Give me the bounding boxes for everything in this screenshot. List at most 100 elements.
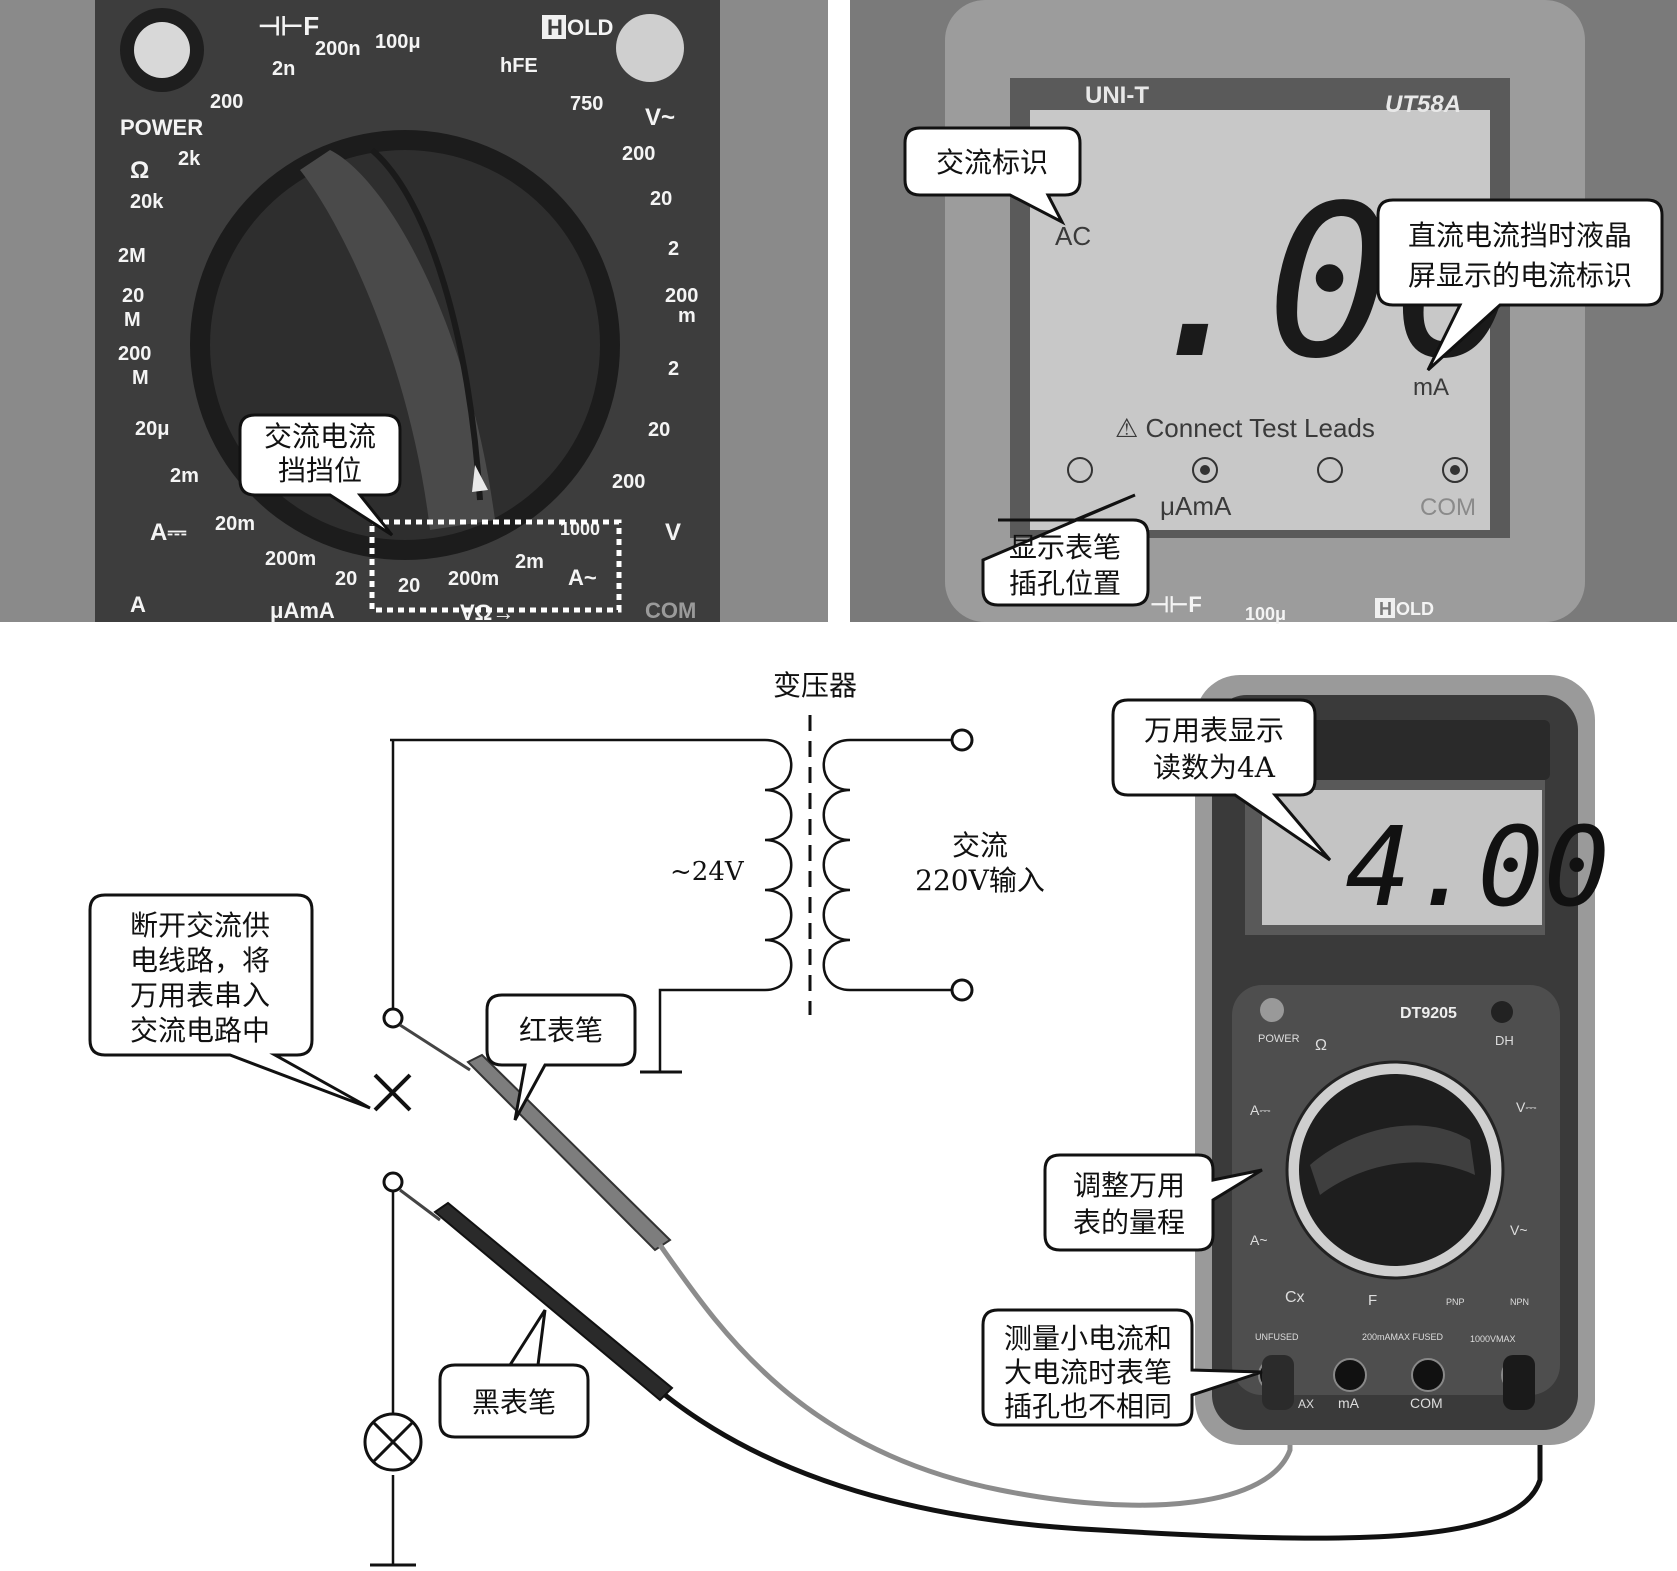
brand: UNI-T [1085,82,1149,109]
scale-label: 200m [265,548,316,570]
scale-label: 20 [335,568,357,590]
vdc-label: V [665,519,681,546]
scale-label: hFE [500,55,538,77]
meter-model: DT9205 [1400,1005,1457,1022]
ohm-symbol: Ω [130,157,149,184]
callout-break-circuit [88,893,371,1110]
transformer-label: 变压器 [773,669,857,702]
vac-label: V~ [645,104,675,131]
meter-aac-label: A~ [1250,1232,1268,1248]
meter-jack-ma: mA [1338,1395,1360,1411]
meter-ohm-label: Ω [1315,1037,1327,1054]
callout-text: 屏显示的电流标识 [1408,259,1632,292]
hold-label: OLD [567,15,613,40]
bottom-cap-label: ⊣⊢F [1150,592,1202,617]
callout-black-probe [438,1309,590,1439]
hold-h: H [547,15,563,40]
scale-label: 20k [130,191,164,213]
meter-jack-com: COM [1410,1395,1443,1411]
panel-lcd: UNI-T UT58A .00 AC mA ⚠ Connect Test Lea… [850,0,1677,624]
scale-label: 200 [118,343,151,365]
callout-text: 显示表笔 [1009,531,1121,564]
scale-label: 20 [122,285,144,307]
callout-text: 万用表串入 [130,979,270,1012]
callout-range [1043,1153,1263,1252]
meter-npn-label: NPN [1510,1297,1529,1307]
hold-button [616,14,684,82]
jack-a-label: A [130,592,146,617]
scale-label: 100μ [375,31,421,53]
scale-label: 20μ [135,418,169,440]
meter-pnp-label: PNP [1446,1297,1465,1307]
model: UT58A [1385,91,1461,118]
scale-label: 200 [210,91,243,113]
primary-label: 220V输入 [915,864,1045,897]
scale-label: M [132,367,149,389]
adc-label: A⎓ [150,519,186,546]
jack-com-label: COM [645,598,696,623]
lcd-jack-uama: μAmA [1160,491,1232,521]
lamp-symbol [363,1412,423,1472]
callout-text: 插孔也不相同 [1004,1390,1172,1423]
meter-adc-label: A⎓ [1250,1102,1271,1118]
scale-label: 200 [622,143,655,165]
capacitance-symbol: ⊣⊢F [258,11,319,41]
primary-label: 交流 [952,829,1008,862]
secondary-voltage: ~24V [670,857,745,887]
callout-text: 交流电路中 [130,1014,270,1047]
meter-dh-label: DH [1495,1033,1514,1048]
callout-text: 直流电流挡时液晶 [1408,219,1632,252]
dial-pointer [472,465,488,492]
scale-label: 20 [648,419,670,441]
meter-reading: 4.00 [1345,803,1610,931]
callout-jack-position [981,493,1150,607]
scale-label: 200 [612,471,645,493]
scale-label: 20 [650,188,672,210]
callout-text: 交流标识 [936,146,1048,179]
scale-label: 200 [665,285,698,307]
lcd-jack-com: COM [1420,494,1476,521]
panel-dial: POWER ⊣⊢F H OLD Ω 2k 20k 2M 20 M 200 M 2… [0,0,828,625]
scale-label: 750 [570,93,603,115]
callout-text: 万用表显示 [1144,714,1284,747]
multimeter-dt9205: 4.00 DT9205 POWER DH Ω A⎓ A~ V⎓ V~ Cx F … [981,675,1610,1445]
meter-vdc-label: V⎓ [1516,1099,1537,1115]
black-probe [399,1188,1543,1541]
scale-label: 2M [118,245,146,267]
callout-text: 读数为4A [1153,751,1276,784]
callout-reading [1111,698,1332,862]
meter-jack-ax: AX [1298,1397,1314,1411]
scale-label: M [124,309,141,331]
ac-flag: AC [1055,221,1091,251]
ac-range-highlight [369,519,622,613]
callout-ac-current-range [238,413,402,537]
meter-cx-label: Cx [1285,1289,1305,1306]
callout-text: 插孔位置 [1009,567,1121,600]
scale-label: 20m [215,513,255,535]
scale-label: 200m [448,568,499,590]
scale-label: 2 [668,358,679,380]
callout-jacks [981,1308,1263,1427]
bottom-100u-label: 100μ [1245,604,1286,624]
meter-power-label: POWER [1258,1033,1300,1045]
callout-text: 测量小电流和 [1004,1322,1172,1355]
scale-label: 2k [178,148,201,170]
bottom-hold-label: OLD [1396,599,1434,619]
callout-text: 断开交流供 [130,909,270,942]
callout-text: 表的量程 [1073,1206,1185,1239]
callout-text: 交流电流 [264,420,376,453]
unit-ma: mA [1413,374,1449,401]
callout-red-probe [485,993,637,1121]
callout-text: 大电流时表笔 [1004,1356,1172,1389]
scale-label: 2m [170,465,199,487]
meter-fused-label: 200mAMAX FUSED [1362,1332,1444,1342]
scale-label: 20 [398,575,420,597]
meter-vac-label: V~ [1510,1222,1528,1238]
callout-dc-flag [1376,198,1664,372]
callout-text: 调整万用 [1073,1169,1185,1202]
callout-text: 电线路，将 [130,944,270,977]
scale-label: m [678,305,696,327]
scale-label: 200n [315,38,361,60]
meter-vmax-label: 1000VMAX [1470,1334,1516,1344]
